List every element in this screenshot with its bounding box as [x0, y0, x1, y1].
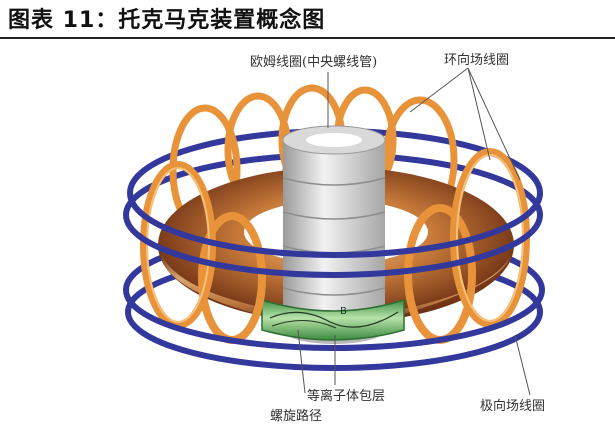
label-plasma-sheath: 等离子体包层: [307, 388, 385, 404]
label-ohmic-coil: 欧姆线圈(中央螺线管): [250, 55, 377, 70]
field-symbol: B: [340, 306, 347, 317]
label-helical-path: 螺旋路径: [270, 408, 322, 424]
label-poloidal-coil: 极向场线圈: [480, 398, 545, 414]
label-toroidal-coil: 环向场线圈: [444, 52, 509, 68]
